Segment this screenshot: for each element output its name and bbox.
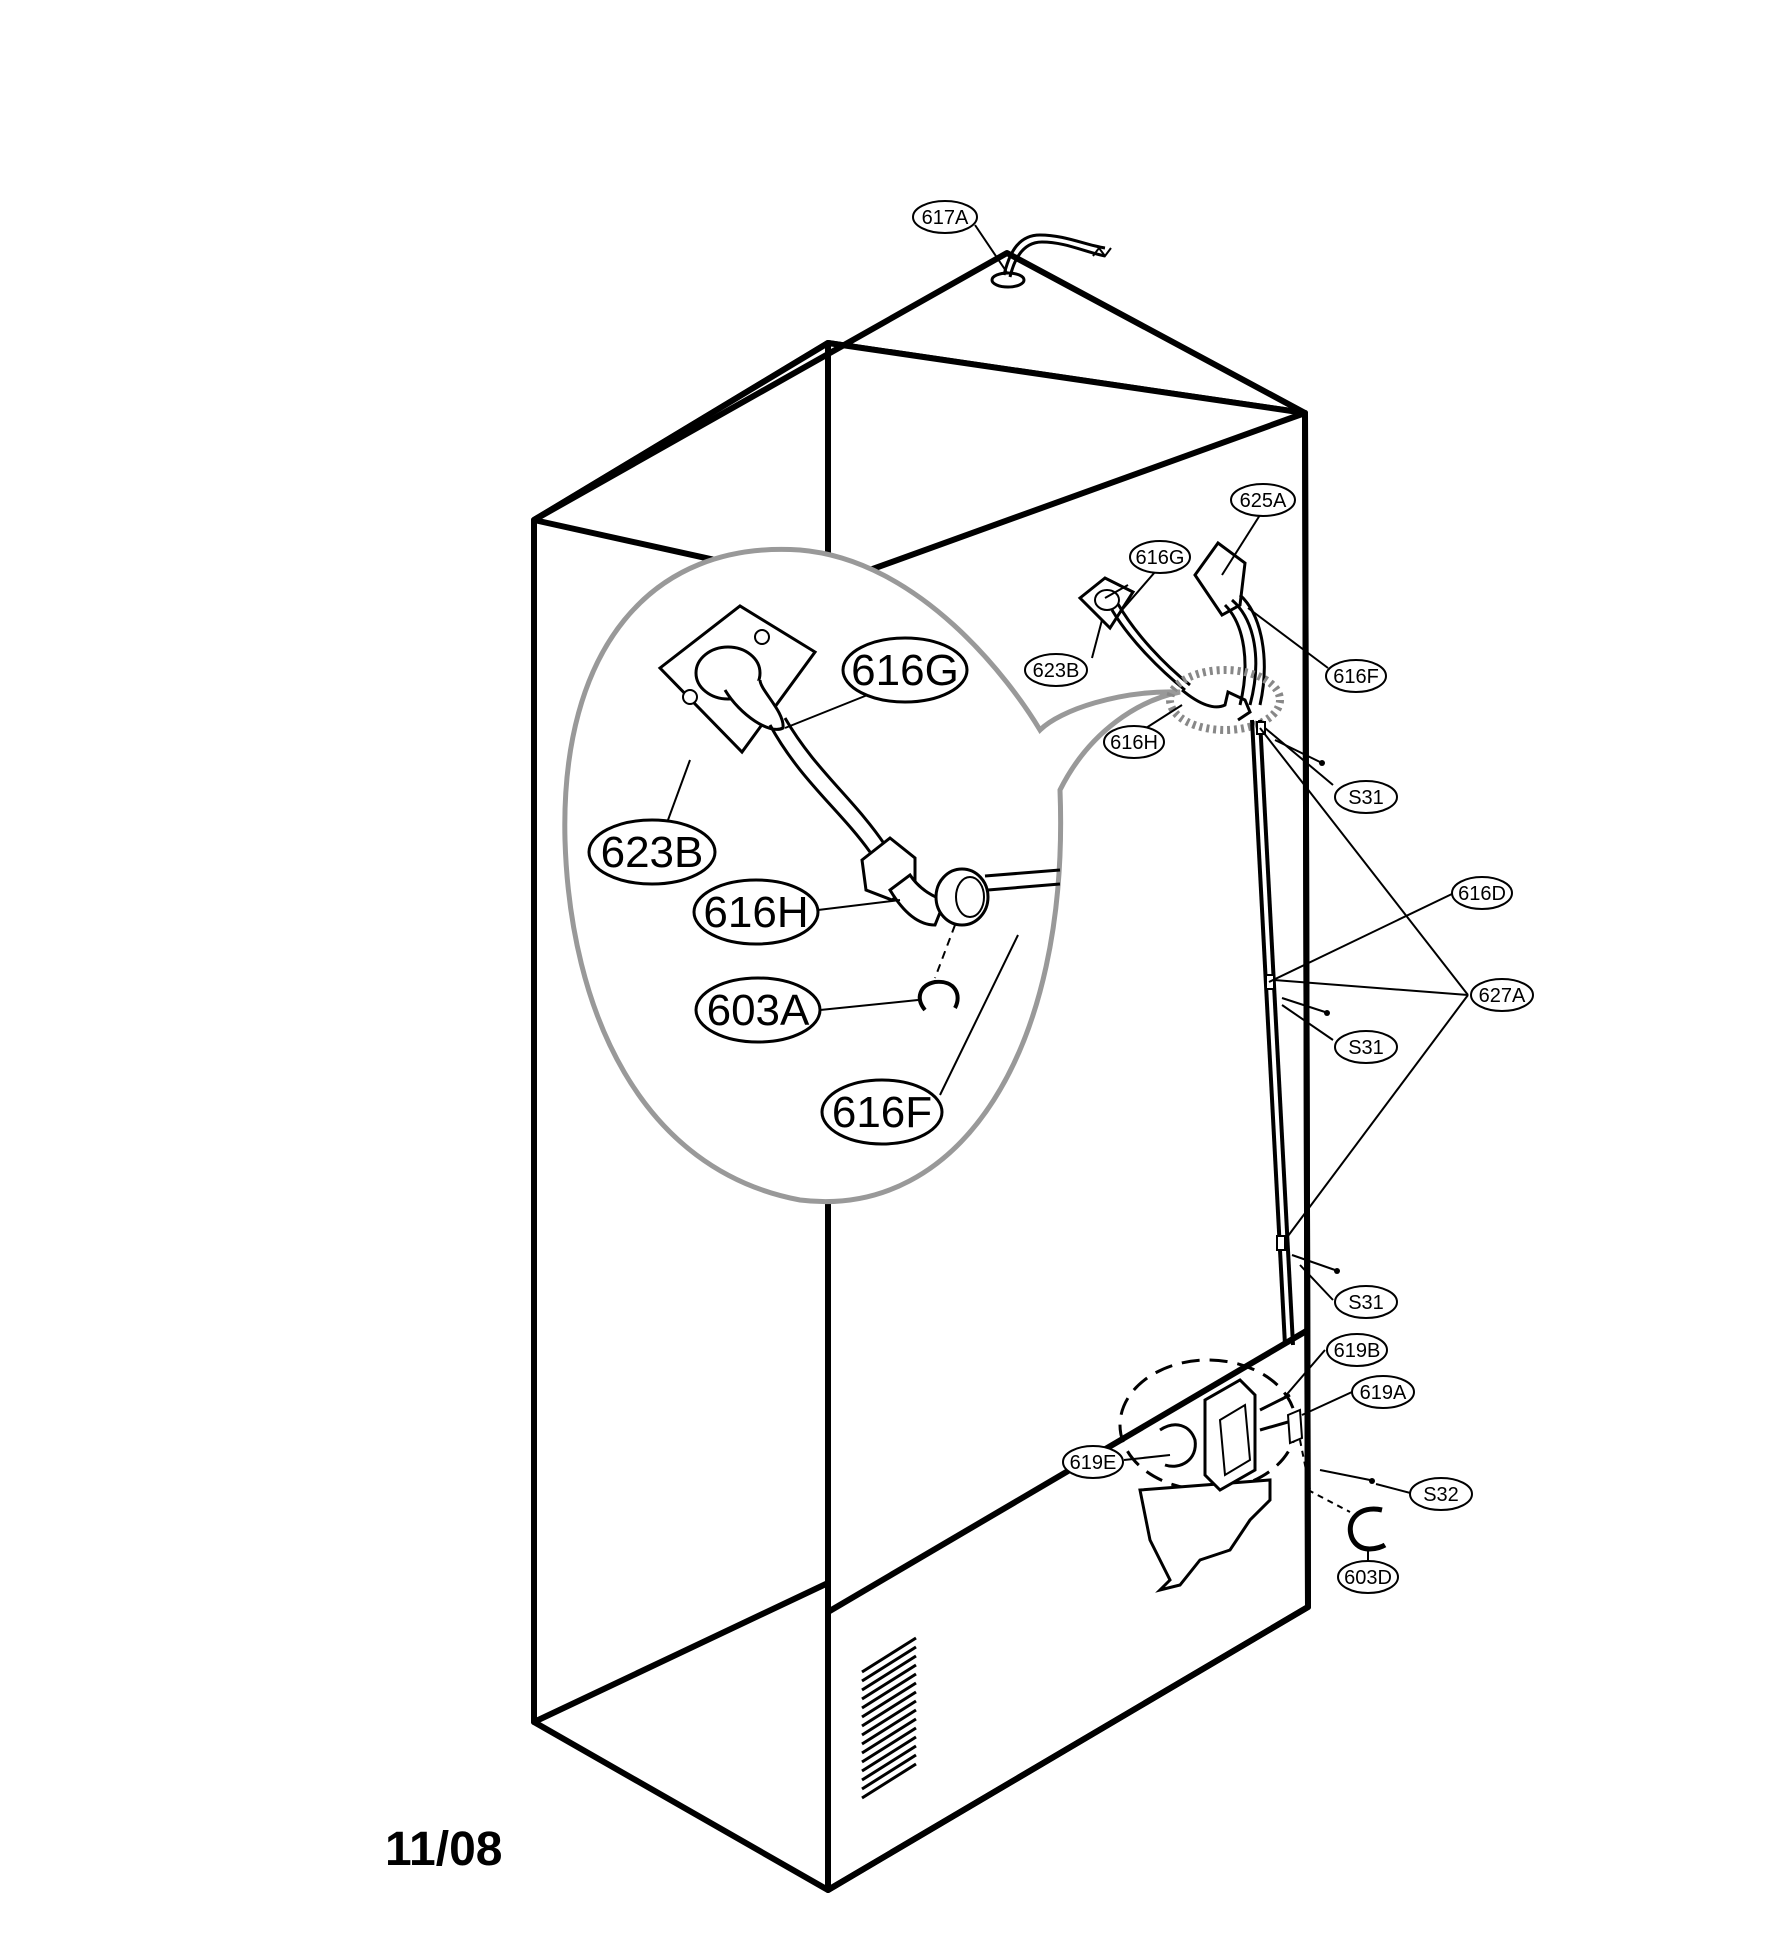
callout-625A: 625A (1230, 483, 1296, 517)
svg-text:616G: 616G (1136, 547, 1185, 569)
small-elbow (1181, 688, 1252, 722)
svg-text:603D: 603D (1344, 1567, 1392, 1589)
svg-text:616H: 616H (1110, 732, 1158, 754)
callout-616G: 616G (1129, 540, 1191, 574)
svg-text:603A: 603A (707, 986, 810, 1035)
svg-text:619E: 619E (1070, 1452, 1117, 1474)
callout-627A: 627A (1470, 978, 1534, 1012)
callout-603D: 603D (1337, 1560, 1399, 1594)
dispenser-switch (1193, 540, 1247, 617)
detail-magnifier (562, 546, 1181, 1204)
detail-callout-616H: 616H (692, 878, 820, 946)
svg-text:619A: 619A (1360, 1382, 1407, 1404)
callout-619E: 619E (1062, 1445, 1124, 1479)
callout-619B: 619B (1326, 1333, 1388, 1367)
upper-valve-assembly (1077, 540, 1284, 734)
svg-text:617A: 617A (922, 207, 969, 229)
svg-text:616D: 616D (1458, 883, 1506, 905)
callout-S31-middle: S31 (1334, 1030, 1398, 1064)
callout-S31-bottom: S31 (1334, 1285, 1398, 1319)
callout-617A: 617A (912, 200, 978, 234)
callout-616H: 616H (1103, 725, 1165, 759)
magnifier-halo (1166, 666, 1284, 734)
svg-text:616G: 616G (851, 646, 959, 695)
svg-text:619B: 619B (1334, 1340, 1381, 1362)
callout-623B: 623B (1024, 653, 1088, 687)
cabinet-top-right-edge (826, 410, 1307, 588)
svg-text:616F: 616F (832, 1088, 932, 1137)
callout-S31-top: S31 (1334, 780, 1398, 814)
svg-text:S31: S31 (1348, 1037, 1384, 1059)
callout-616F: 616F (1325, 659, 1387, 693)
svg-text:625A: 625A (1240, 490, 1287, 512)
detail-callout-603A: 603A (694, 976, 822, 1044)
cabinet-contour (531, 250, 1311, 1893)
callout-S32: S32 (1409, 1477, 1473, 1511)
retaining-clip (917, 979, 960, 1012)
plate-hole-bottom (682, 689, 698, 705)
detail-callout-623B: 623B (587, 818, 717, 886)
tube-clamp-3 (1276, 1235, 1286, 1251)
svg-text:627A: 627A (1479, 985, 1526, 1007)
vent-grille (861, 1636, 917, 1800)
callout-619A: 619A (1351, 1375, 1415, 1409)
svg-text:616F: 616F (1333, 666, 1379, 688)
svg-text:616H: 616H (703, 888, 808, 937)
callout-616D: 616D (1451, 876, 1513, 910)
water-tube (768, 724, 872, 853)
valve-clip-619A (1286, 1408, 1304, 1445)
svg-text:S31: S31 (1348, 787, 1384, 809)
tube-stem (723, 679, 785, 731)
svg-text:S32: S32 (1423, 1484, 1459, 1506)
date-code: 11/08 (385, 1823, 502, 1876)
svg-text:623B: 623B (1033, 660, 1080, 682)
water-valve-assembly (1118, 1358, 1387, 1593)
valve-bracket (1138, 1478, 1272, 1593)
plate-hole-top (754, 629, 770, 645)
detail-callout-616F: 616F (820, 1078, 944, 1146)
detail-callout-616G: 616G (841, 636, 969, 704)
svg-text:S31: S31 (1348, 1292, 1384, 1314)
svg-text:623B: 623B (601, 828, 704, 877)
ring-clip (1347, 1506, 1387, 1552)
